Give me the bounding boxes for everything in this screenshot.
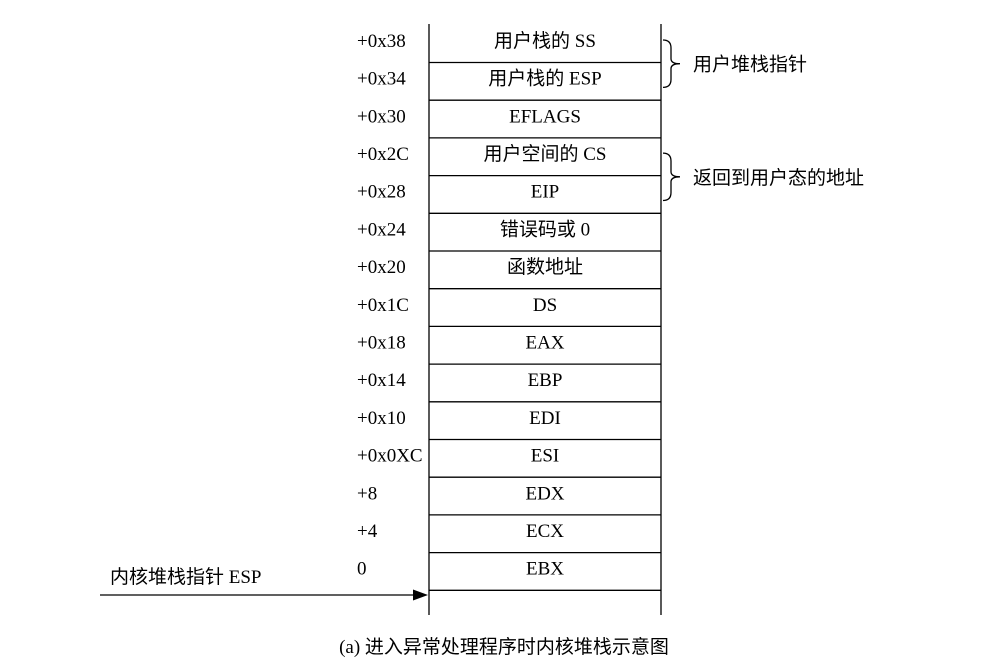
bracket-label: 用户堆栈指针 [693,54,807,76]
stack-cell-label: ESI [531,446,560,467]
offset-label: +0x34 [357,69,406,90]
offset-label: +0x1C [357,295,409,316]
bracket-label: 返回到用户态的地址 [693,167,864,189]
stack-cell-label: 错误码或 0 [500,218,590,240]
offset-label: +0x0XC [357,446,423,467]
offset-label: +0x2C [357,144,409,165]
offset-label: +8 [357,483,377,504]
pointer-label: 内核堆栈指针 ESP [110,566,262,588]
offset-label: +0x30 [357,106,406,127]
offset-label: +4 [357,521,378,542]
offset-label: +0x38 [357,31,406,52]
offset-label: +0x18 [357,332,406,353]
stack-cell-label: EAX [525,332,564,353]
stack-cell-label: EBP [528,370,563,391]
offset-label: 0 [357,559,367,580]
stack-cell-labels: 用户栈的 SS 用户栈的 ESP EFLAGS 用户空间的 CS EIP 错误码或 0 函数… [484,30,607,580]
stack-cell-label: EFLAGS [509,106,581,127]
stack-cell-label: EDI [529,408,561,429]
offset-label: +0x10 [357,408,406,429]
stack-cell-label: DS [533,295,557,316]
stack-cell-label: 用户空间的 CS [484,143,607,165]
curly-brace [662,152,681,202]
offset-label: +0x28 [357,182,406,203]
stack-cell-label: EDX [525,483,564,504]
stack-cell-label: 用户栈的 ESP [488,68,602,90]
stack-cell-label: EIP [531,182,560,203]
stack-cell-label: 用户栈的 SS [494,30,596,52]
stack-cell-label: 函数地址 [507,256,583,278]
stack-cell-label: EBX [526,559,564,580]
offset-label: +0x14 [357,370,406,391]
stack-frame-lines [428,24,662,615]
offset-labels: +0x38 +0x34 +0x30 +0x2C +0x28 +0x24 +0x20 +0x1C… [357,31,423,580]
pointer-arrow-head [413,589,428,601]
offset-label: +0x20 [357,257,406,278]
curly-brace [662,39,681,89]
caption: (a) 进入异常处理程序时内核堆栈示意图 [339,636,669,658]
offset-label: +0x24 [357,219,406,240]
kernel-stack-pointer: 内核堆栈指针 ESP [100,566,428,601]
stack-cell-label: ECX [526,521,564,542]
